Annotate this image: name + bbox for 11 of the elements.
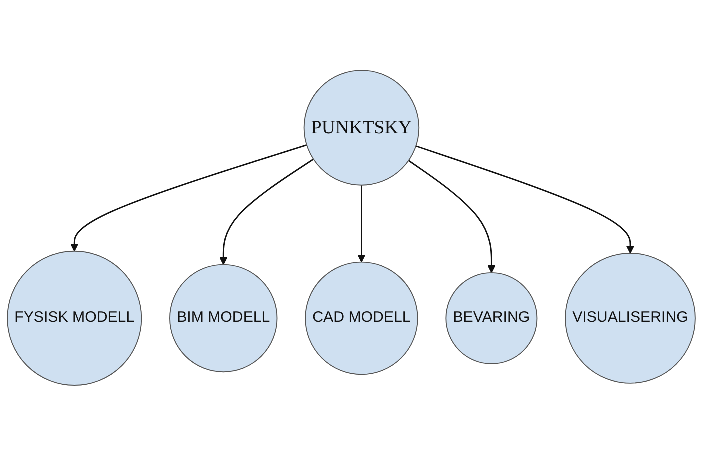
arrow bbox=[219, 159, 314, 266]
node-circle: FYSISK MODELL bbox=[7, 251, 142, 386]
arrow bbox=[70, 144, 308, 252]
node-circle: PUNKTSKY bbox=[304, 70, 420, 186]
node-circle: VISUALISERING bbox=[565, 253, 696, 384]
node-circle: CAD MODELL bbox=[305, 262, 418, 376]
node-circle: BEVARING bbox=[446, 272, 538, 365]
arrow bbox=[358, 186, 366, 264]
node-circle: BIM MODELL bbox=[170, 264, 278, 374]
arrow bbox=[416, 146, 635, 254]
arrow bbox=[408, 160, 496, 274]
